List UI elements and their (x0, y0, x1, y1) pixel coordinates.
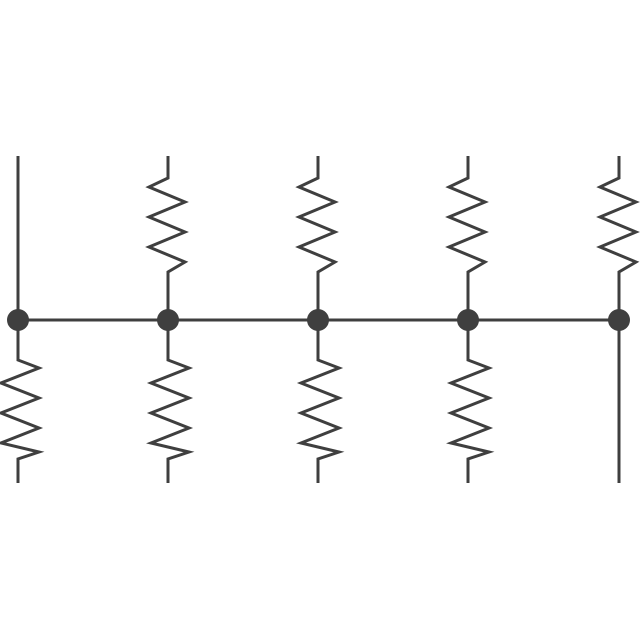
junction-node-n5 (608, 309, 630, 331)
junction-node-n2 (157, 309, 179, 331)
junction-node-n4 (457, 309, 479, 331)
bottom-resistor (446, 320, 495, 483)
top-resistor (596, 156, 640, 320)
diagram-elements (0, 156, 640, 483)
top-resistor (145, 156, 189, 320)
top-resistor (445, 156, 489, 320)
junction-node-n1 (7, 309, 29, 331)
bottom-resistor (146, 320, 195, 483)
bottom-resistor (0, 320, 45, 483)
bottom-resistor (296, 320, 345, 483)
junction-node-n3 (307, 309, 329, 331)
top-resistor (295, 156, 339, 320)
